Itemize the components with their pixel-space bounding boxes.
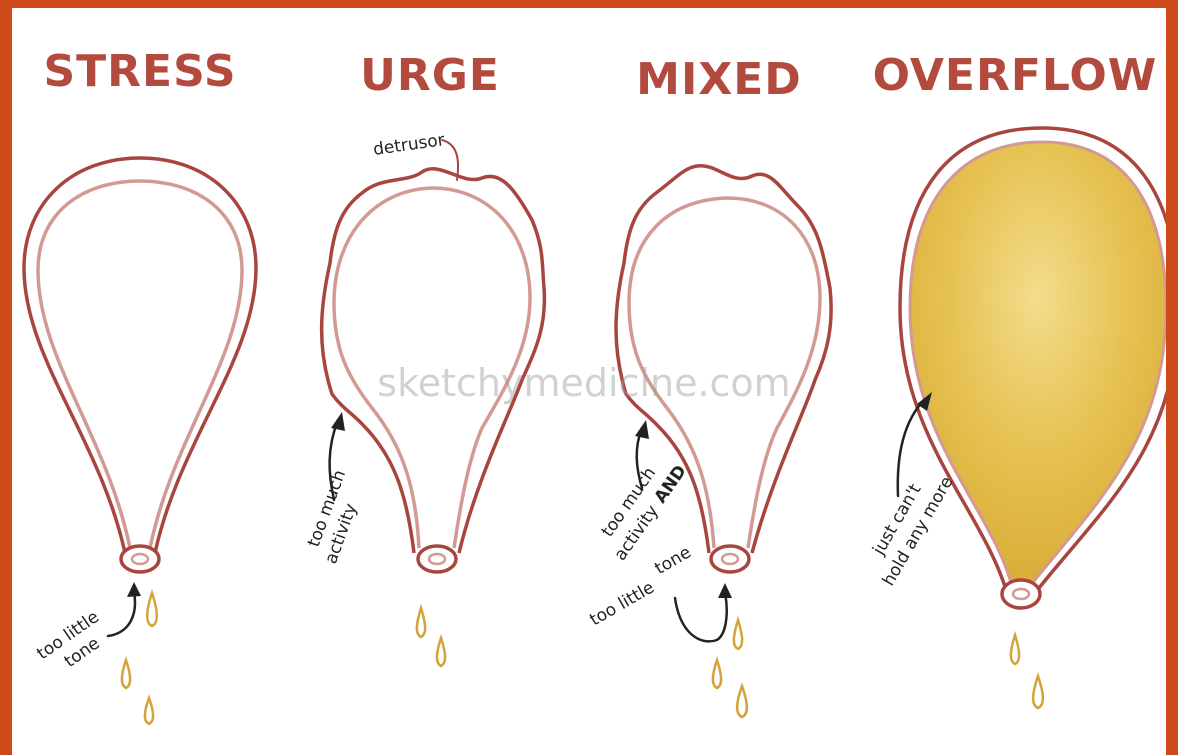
overflow-bladder	[900, 128, 1166, 608]
detrusor-label: detrusor	[372, 130, 446, 160]
title-overflow: OVERFLOW	[873, 50, 1158, 101]
watermark: sketchymedicine.com	[377, 361, 790, 405]
mixed-drops	[713, 620, 747, 717]
diagram-frame: STRESS URGE MIXED OVERFLOW too little to…	[12, 8, 1166, 755]
mixed-label-and: AND	[651, 462, 691, 507]
title-stress: STRESS	[43, 46, 236, 97]
stress-arrow	[108, 582, 141, 636]
bladder-diagram: STRESS URGE MIXED OVERFLOW too little to…	[12, 8, 1166, 755]
urge-label: too much activity	[300, 467, 370, 566]
stress-bladder	[24, 158, 256, 572]
stress-drops	[122, 593, 157, 724]
title-mixed: MIXED	[636, 54, 802, 105]
overflow-label: just can't hold any more	[858, 461, 958, 589]
urine-fill	[910, 142, 1166, 586]
mixed-label-b: too little tone	[581, 542, 701, 630]
mixed-label-line4: tone	[652, 542, 695, 578]
urge-drops	[417, 608, 445, 666]
mixed-label-line3: too little	[587, 578, 658, 631]
overflow-arrow	[898, 392, 932, 496]
overflow-drops	[1011, 635, 1043, 708]
title-urge: URGE	[360, 50, 500, 101]
stress-label: too little tone	[33, 607, 115, 682]
